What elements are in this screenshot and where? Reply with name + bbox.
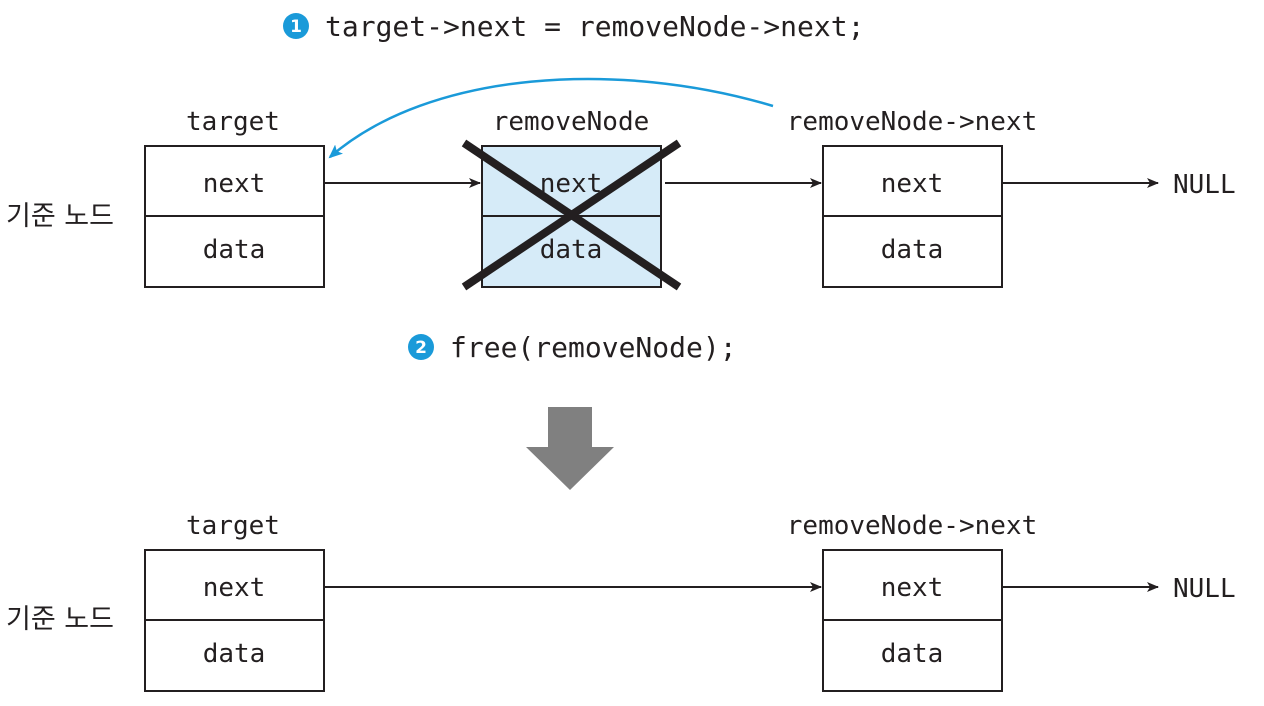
top-target-next-field: next — [203, 169, 266, 199]
bottom-base-node-label: 기준 노드 — [6, 604, 114, 635]
top-next-node: removeNode->next next data — [787, 107, 1037, 288]
step2-code: free(removeNode); — [450, 331, 737, 364]
relink-arrow — [328, 77, 774, 159]
step2-marker-number: 2 — [415, 338, 427, 358]
top-base-node-label: 기준 노드 — [6, 201, 114, 232]
down-arrow-icon — [526, 407, 614, 490]
top-next-node-next-field: next — [881, 169, 944, 199]
top-remove-title: removeNode — [493, 107, 650, 137]
bottom-null-label: NULL — [1173, 574, 1236, 604]
bottom-next-node: removeNode->next next data — [787, 511, 1037, 692]
top-null-label: NULL — [1173, 170, 1236, 200]
top-target-title: target — [186, 107, 280, 137]
bottom-target-node: target next data — [144, 511, 325, 692]
bottom-next-node-next-field: next — [881, 573, 944, 603]
step1-marker-number: 1 — [290, 17, 302, 37]
top-next-node-title: removeNode->next — [787, 107, 1037, 137]
top-target-node: target next data — [144, 107, 325, 288]
bottom-target-title: target — [186, 511, 280, 541]
step1-caption: 1 target->next = removeNode->next; — [283, 10, 864, 43]
top-target-data-field: data — [203, 235, 266, 265]
step2-marker — [408, 334, 434, 360]
bottom-target-data-field: data — [203, 639, 266, 669]
step2-caption: 2 free(removeNode); — [408, 331, 737, 364]
step1-code: target->next = removeNode->next; — [325, 10, 864, 43]
top-remove-data-field: data — [540, 235, 603, 265]
remove-cross-stroke-2 — [461, 139, 682, 291]
bottom-next-node-title: removeNode->next — [787, 511, 1037, 541]
step1-marker — [283, 13, 309, 39]
bottom-next-node-data-field: data — [881, 639, 944, 669]
top-next-node-data-field: data — [881, 235, 944, 265]
bottom-target-next-field: next — [203, 573, 266, 603]
top-remove-next-field: next — [540, 169, 603, 199]
top-remove-node: removeNode next data — [461, 107, 682, 291]
